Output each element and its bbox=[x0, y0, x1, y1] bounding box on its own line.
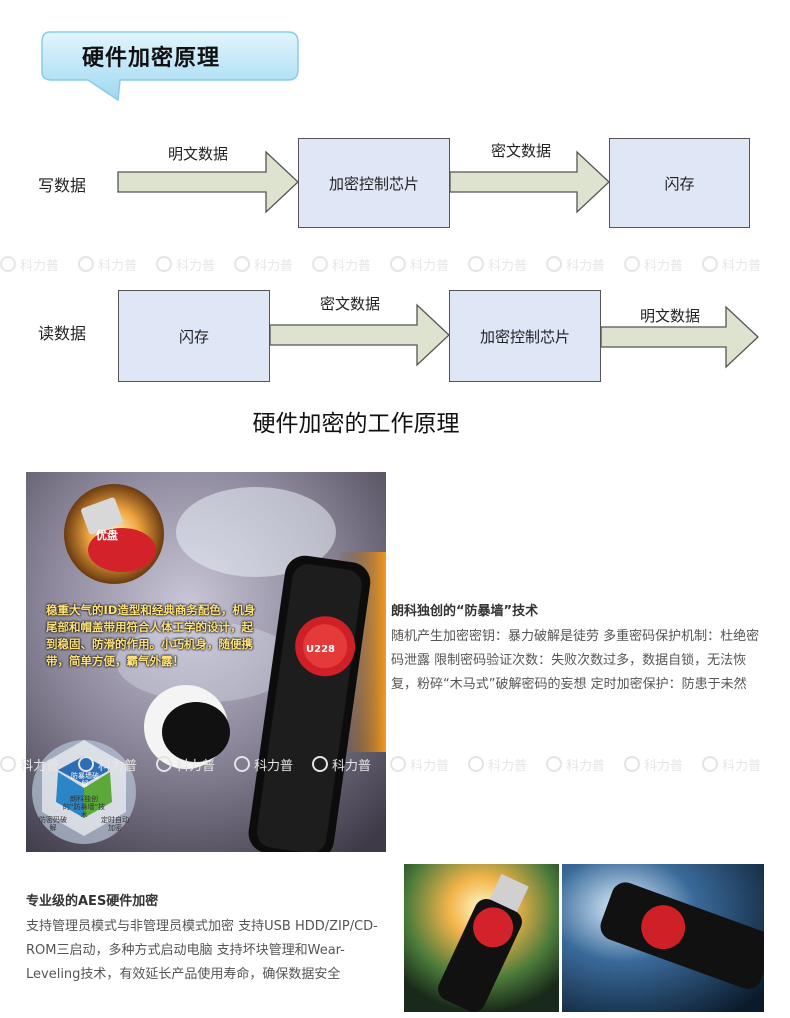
magnifier-brand-label: 优盘 bbox=[96, 529, 118, 542]
watermark-logo-icon bbox=[78, 756, 94, 772]
watermark-item: 科力普 bbox=[624, 252, 690, 276]
watermark-item: 科力普 bbox=[234, 752, 300, 776]
watermark-item: 科力普 bbox=[234, 252, 300, 276]
badge-left-text: 防密码破解 bbox=[39, 816, 67, 832]
watermark-logo-icon bbox=[546, 256, 562, 272]
watermark-logo-icon bbox=[312, 756, 328, 772]
write-encrypt-chip-box: 加密控制芯片 bbox=[298, 138, 450, 228]
usb-model-label: U228 bbox=[306, 644, 335, 655]
watermark-item: 科力普 bbox=[546, 752, 612, 776]
write-arrow2-label: 密文数据 bbox=[491, 142, 552, 160]
section-title-banner bbox=[41, 31, 299, 102]
read-arrow1 bbox=[269, 303, 450, 367]
write-arrow1 bbox=[117, 150, 299, 214]
watermark-logo-icon bbox=[702, 756, 718, 772]
product-photo-fiber-art bbox=[562, 864, 764, 1012]
watermark-logo-icon bbox=[78, 256, 94, 272]
watermark-logo-icon bbox=[390, 756, 406, 772]
read-encrypt-chip-box: 加密控制芯片 bbox=[449, 290, 601, 382]
feature-aes-title: 专业级的AES硬件加密 bbox=[26, 894, 159, 909]
watermark-item: 科力普 bbox=[624, 752, 690, 776]
product-photo-main: 稳重大气的ID造型和经典商务配色，机身尾部和帽盖带用符合人体工学的设计，起到稳固… bbox=[26, 472, 386, 852]
photo-overlay-text: 稳重大气的ID造型和经典商务配色，机身尾部和帽盖带用符合人体工学的设计，起到稳固… bbox=[46, 603, 256, 668]
watermark-item: 科力普 bbox=[702, 752, 768, 776]
diagram-caption: 硬件加密的工作原理 bbox=[252, 411, 460, 437]
feature-block-firewall: 朗科独创的“防暴墙”技术 随机产生加密密钥：暴力破解是徒劳 多重密码保护机制：杜… bbox=[391, 600, 771, 697]
watermark-item: 科力普 bbox=[702, 252, 768, 276]
watermark-logo-icon bbox=[234, 756, 250, 772]
section-title: 硬件加密原理 bbox=[82, 45, 221, 71]
watermark-item: 科力普 bbox=[468, 252, 534, 276]
watermark-logo-icon bbox=[156, 756, 172, 772]
watermark-logo-icon bbox=[390, 256, 406, 272]
read-arrow1-label: 密文数据 bbox=[320, 295, 381, 313]
product-photo-sparks-art bbox=[404, 864, 559, 1012]
watermark-item: 科力普 bbox=[390, 252, 456, 276]
read-flash-box: 闪存 bbox=[118, 290, 270, 382]
badge-center-text: 朗科独创的“防暴墙”技术 bbox=[62, 795, 106, 819]
watermark-logo-icon bbox=[0, 756, 16, 772]
watermark-item: 科力普 bbox=[312, 752, 378, 776]
badge-top-text: 防暴墙破解 bbox=[71, 772, 99, 788]
watermark-row-2: 科力普 科力普 科力普 科力普 科力普 科力普 科力普 科力普 科力普 科力普 bbox=[0, 752, 790, 776]
watermark-item: 科力普 bbox=[546, 252, 612, 276]
watermark-item: 科力普 bbox=[0, 752, 66, 776]
product-photo-fiber bbox=[562, 864, 764, 1012]
watermark-logo-icon bbox=[702, 256, 718, 272]
write-flash-box: 闪存 bbox=[609, 138, 750, 228]
write-arrow1-label: 明文数据 bbox=[168, 145, 229, 163]
watermark-item: 科力普 bbox=[156, 752, 222, 776]
watermark-item: 科力普 bbox=[390, 752, 456, 776]
feature-block-aes: 专业级的AES硬件加密 支持管理员模式与非管理员模式加密 支持USB HDD/Z… bbox=[26, 890, 398, 987]
watermark-item: 科力普 bbox=[0, 252, 66, 276]
badge-right-text: 定时自动加密 bbox=[101, 816, 129, 832]
product-photo-sparks bbox=[404, 864, 559, 1012]
watermark-item: 科力普 bbox=[78, 252, 144, 276]
watermark-logo-icon bbox=[624, 256, 640, 272]
read-arrow2 bbox=[600, 305, 759, 369]
read-row-label: 读数据 bbox=[38, 324, 87, 343]
watermark-item: 科力普 bbox=[156, 252, 222, 276]
write-arrow2 bbox=[449, 150, 610, 214]
product-photo-main-art bbox=[26, 472, 386, 852]
watermark-logo-icon bbox=[312, 256, 328, 272]
write-row-label: 写数据 bbox=[38, 176, 87, 195]
read-arrow2-label: 明文数据 bbox=[640, 307, 701, 325]
watermark-logo-icon bbox=[0, 256, 16, 272]
watermark-logo-icon bbox=[156, 256, 172, 272]
feature-aes-body: 支持管理员模式与非管理员模式加密 支持USB HDD/ZIP/CD-ROM三启动… bbox=[26, 919, 378, 982]
watermark-logo-icon bbox=[234, 256, 250, 272]
feature-firewall-body: 随机产生加密密钥：暴力破解是徒劳 多重密码保护机制：杜绝密码泄露 限制密码验证次… bbox=[391, 629, 760, 692]
watermark-logo-icon bbox=[546, 756, 562, 772]
feature-firewall-title: 朗科独创的“防暴墙”技术 bbox=[391, 604, 539, 619]
watermark-item: 科力普 bbox=[468, 752, 534, 776]
watermark-row-1: 科力普 科力普 科力普 科力普 科力普 科力普 科力普 科力普 科力普 科力普 bbox=[0, 252, 790, 276]
watermark-logo-icon bbox=[468, 756, 484, 772]
watermark-logo-icon bbox=[468, 256, 484, 272]
watermark-item: 科力普 bbox=[312, 252, 378, 276]
watermark-logo-icon bbox=[624, 756, 640, 772]
watermark-item: 科力普 bbox=[78, 752, 144, 776]
